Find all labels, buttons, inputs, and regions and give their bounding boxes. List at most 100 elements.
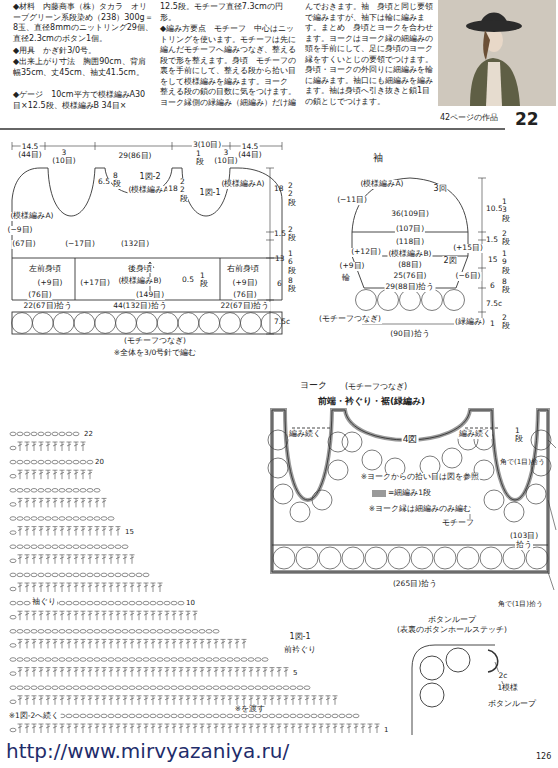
motif-circle [400, 290, 421, 311]
pattern-label: (67目) [11, 240, 36, 249]
motif-circle [365, 547, 387, 569]
pattern-label: 1.5 [486, 236, 498, 245]
model-photo-part [470, 58, 520, 106]
pattern-label: (−17目) [64, 240, 96, 249]
motif-circle [116, 313, 137, 334]
pattern-label: ボタンループ [487, 700, 537, 709]
pattern-label: 2段 [502, 314, 510, 331]
button-loop-sketch-part [446, 648, 470, 672]
yoke-schematic-part [292, 428, 500, 429]
motif-circle [136, 313, 157, 334]
body-text: 12.5段。モチーフ直径7.3cmの円形。 [160, 2, 298, 23]
pattern-label: (緑編み) [454, 318, 486, 327]
pattern-label: ※ヨークからの拾い目は図を参照 [360, 473, 480, 482]
legend-text: =細編み1段 [388, 489, 431, 498]
pattern-label: 6 [277, 280, 282, 289]
pattern-label: モチーフ [441, 519, 475, 528]
pattern-label: 4図 [402, 434, 419, 444]
body-schematic-part [12, 312, 282, 334]
motif-circle [296, 547, 318, 569]
pattern-label: 2段 [288, 226, 296, 243]
pattern-label: 8段 [113, 172, 121, 189]
pattern-label: 8段 [288, 277, 296, 294]
pattern-label: 13 [275, 255, 285, 264]
body-schematic-part [12, 168, 282, 300]
pattern-label: 前衿ぐり [283, 645, 317, 654]
body-text: ◆出来上がり寸法 胸囲90cm、背肩幅35cm、丈45cm、袖丈41.5cm。 [13, 57, 153, 78]
motif-circle [290, 502, 310, 522]
pattern-label: ヨーク [300, 380, 327, 390]
motif-circle [273, 484, 293, 504]
body-schematic-part [75, 258, 76, 300]
motif-circle [378, 290, 399, 311]
motif-circle [503, 547, 525, 569]
pattern-label: 10 [186, 599, 195, 607]
pattern-label: (模様編みA) [360, 180, 405, 189]
body-schematic-part [220, 258, 221, 300]
pattern-label: (76目) [232, 291, 257, 300]
pattern-label: (44目) [237, 151, 262, 160]
pattern-label: 5 [293, 669, 297, 677]
model-photo-part [483, 30, 490, 60]
yoke-schematic-part [548, 500, 556, 530]
yoke-schematic-part [548, 572, 554, 590]
pattern-label: 後身頃 [127, 264, 153, 273]
pattern-label: 1.5 [274, 230, 286, 239]
pattern-label: ※全体を3/0号針で編む [113, 349, 197, 358]
pattern-label: (模様編みB) [388, 250, 433, 259]
motif-circle [356, 290, 377, 311]
pattern-label: (+15目) [452, 244, 484, 253]
motif-circle [53, 313, 74, 334]
sleeve-schematic-part [362, 324, 458, 325]
motif-circle [526, 484, 546, 504]
pattern-label: (表裏のボタンホールステッチ) [396, 626, 508, 635]
motif-circle [319, 547, 341, 569]
button-loop-sketch [412, 645, 505, 735]
yoke-schematic-part [272, 410, 548, 572]
pattern-label: 右前身頃 [226, 264, 260, 273]
pattern-label: 18 [274, 185, 284, 194]
pattern-label: 126 [536, 752, 551, 761]
motif-circle [12, 313, 33, 334]
pattern-label: (107目) [395, 225, 425, 234]
pattern-label: 1図-2 [138, 172, 161, 181]
pattern-label: 29(86目) [118, 152, 153, 161]
body-text: ◆ゲージ 10cm平方で模様編みA30目×12.5段、模様編みB 34目× [13, 90, 153, 111]
pattern-label: 1模様 [497, 684, 520, 693]
body-text: ◆用具 かぎ針3/0号。 [13, 46, 153, 57]
pattern-label: 袖 [372, 152, 384, 164]
button-loop-sketch-part [488, 650, 498, 672]
pattern-label: 22(67目)拾う [23, 302, 74, 311]
legend-entry: =細編み1段 [372, 489, 431, 498]
pattern-label: 22 [515, 110, 539, 130]
pattern-label: 19段 [502, 250, 510, 275]
pattern-label: 22 [84, 430, 93, 438]
pattern-label: 20 [95, 458, 104, 466]
pattern-label: 1図-1 [288, 632, 311, 641]
motif-circle [342, 432, 362, 452]
motif-circle [411, 547, 433, 569]
pattern-label: 左前身頃 [28, 264, 62, 273]
header-rule [0, 128, 505, 130]
pattern-label: 1 [490, 320, 495, 329]
pattern-label: ※を渡す [234, 705, 266, 714]
motif-circle [240, 313, 261, 334]
motif-circle [268, 430, 288, 450]
motif-circle [388, 547, 410, 569]
motif-circle [531, 430, 551, 450]
pattern-label: 2段 [502, 230, 510, 247]
pattern-label: (+12目) [350, 248, 382, 257]
motif-circle [504, 502, 524, 522]
pattern-label: (+9目) [339, 262, 366, 271]
pattern-label: 輪 [341, 274, 351, 283]
motif-circle [74, 313, 95, 334]
legend-swatch [372, 490, 386, 497]
button-loop-sketch-part [420, 683, 444, 707]
pattern-label: 角で(1目)拾う [500, 458, 545, 466]
pattern-label: (90目)拾う [389, 330, 430, 339]
pattern-label: 36(109目) [390, 210, 430, 219]
pattern-label: 22(67目)拾う [220, 302, 271, 311]
model-photo [438, 0, 556, 106]
motif-circle [32, 313, 53, 334]
pattern-label: 16段 [288, 250, 296, 275]
